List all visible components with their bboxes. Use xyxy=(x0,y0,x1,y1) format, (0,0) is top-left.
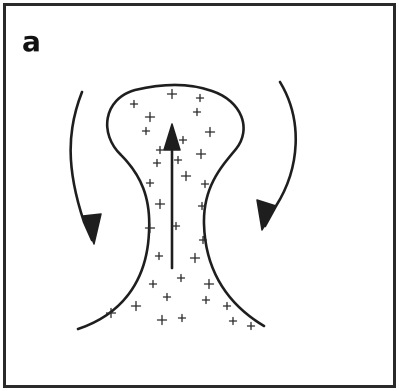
updraft-arrow xyxy=(164,124,180,268)
plus-sign-icon xyxy=(158,316,167,325)
plus-sign-icon xyxy=(182,172,191,181)
plus-sign-icon xyxy=(164,294,171,301)
plus-sign-icon xyxy=(202,181,209,188)
plus-sign-icon xyxy=(230,318,237,325)
plus-sign-icon xyxy=(157,147,164,154)
plus-sign-icon xyxy=(203,297,210,304)
plus-sign-icon xyxy=(147,180,154,187)
plus-sign-icon xyxy=(150,281,157,288)
plus-sign-icon xyxy=(180,137,187,144)
plus-sign-icon xyxy=(143,128,150,135)
plus-sign-icon xyxy=(197,95,204,102)
plus-sign-icon xyxy=(156,200,165,209)
plus-sign-icon xyxy=(156,253,163,260)
plus-sign-icon xyxy=(206,128,215,137)
plus-sign-icon xyxy=(173,223,180,230)
plus-sign-icon xyxy=(154,160,161,167)
plus-sign-icon xyxy=(146,224,155,233)
right-downdraft-arrow xyxy=(257,82,296,230)
plus-sign-icon xyxy=(131,101,138,108)
plus-sign-icon xyxy=(179,315,186,322)
plus-sign-icon xyxy=(197,150,206,159)
panel-frame xyxy=(5,5,395,387)
plus-sign-icon xyxy=(178,275,185,282)
plus-sign-icon xyxy=(168,90,177,99)
plus-sign-icon xyxy=(194,109,201,116)
plus-sign-icon xyxy=(205,280,214,289)
left-downdraft-arrow xyxy=(71,92,101,244)
plus-sign-icon xyxy=(175,157,182,164)
panel-label: a xyxy=(22,28,41,56)
plus-sign-icon xyxy=(191,254,200,263)
plus-sign-icon xyxy=(248,323,255,330)
plus-sign-icon xyxy=(146,113,155,122)
plus-sign-icon xyxy=(224,303,231,310)
plus-sign-icon xyxy=(132,302,141,311)
